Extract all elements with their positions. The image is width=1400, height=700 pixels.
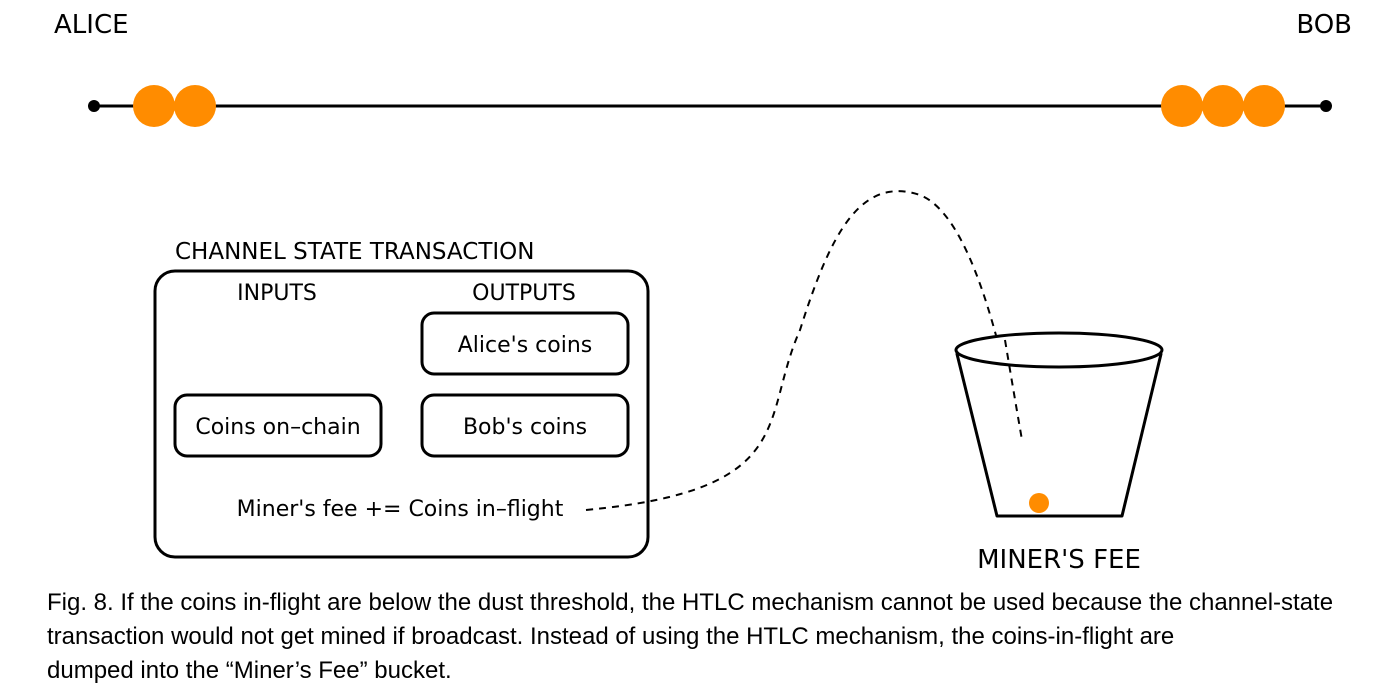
channel-diagram: ALICE BOB CHANNEL STATE TRANSACTION INPU… (54, 10, 1352, 575)
alice-coin (133, 85, 175, 127)
bob-label: BOB (1296, 10, 1352, 40)
bob-coin (1202, 85, 1244, 127)
inputs-header: INPUTS (237, 281, 317, 306)
alice-coins (133, 85, 216, 127)
alice-coins-output-box (420, 311, 630, 376)
fee-coin (1029, 493, 1049, 513)
bob-coin (1161, 85, 1203, 127)
bucket-body (955, 352, 1163, 518)
bob-coins (1161, 85, 1285, 127)
transaction-box (153, 269, 650, 559)
figure-caption: Fig. 8. If the coins in-flight are below… (47, 586, 1367, 688)
transaction-title: CHANNEL STATE TRANSACTION (175, 239, 534, 265)
alice-coins-output-label: Alice's coins (458, 333, 592, 358)
bob-coins-output-box (420, 393, 630, 458)
bucket-rim (954, 331, 1164, 369)
channel-endpoint-left (88, 100, 100, 112)
bob-coin (1243, 85, 1285, 127)
caption-line-3: dumped into the “Miner’s Fee” bucket. (47, 657, 452, 684)
caption-line-2: transaction would not get mined if broad… (47, 623, 1175, 650)
coin-trajectory-inside-bucket (1004, 339, 1023, 441)
outputs-header: OUTPUTS (472, 281, 576, 306)
coins-on-chain-label: Coins on–chain (195, 415, 360, 440)
alice-coin (174, 85, 216, 127)
channel-endpoint-right (1320, 100, 1332, 112)
coin-trajectory-arrow (585, 190, 1021, 511)
miners-fee-bucket-label: MINER'S FEE (977, 545, 1141, 575)
caption-line-1: Fig. 8. If the coins in-flight are below… (47, 589, 1334, 616)
alice-label: ALICE (54, 10, 129, 40)
bob-coins-output-label: Bob's coins (463, 415, 587, 440)
coins-on-chain-input-box (173, 393, 383, 458)
bucket-coins (1029, 493, 1049, 513)
miners-fee-line: Miner's fee += Coins in–flight (237, 497, 564, 522)
